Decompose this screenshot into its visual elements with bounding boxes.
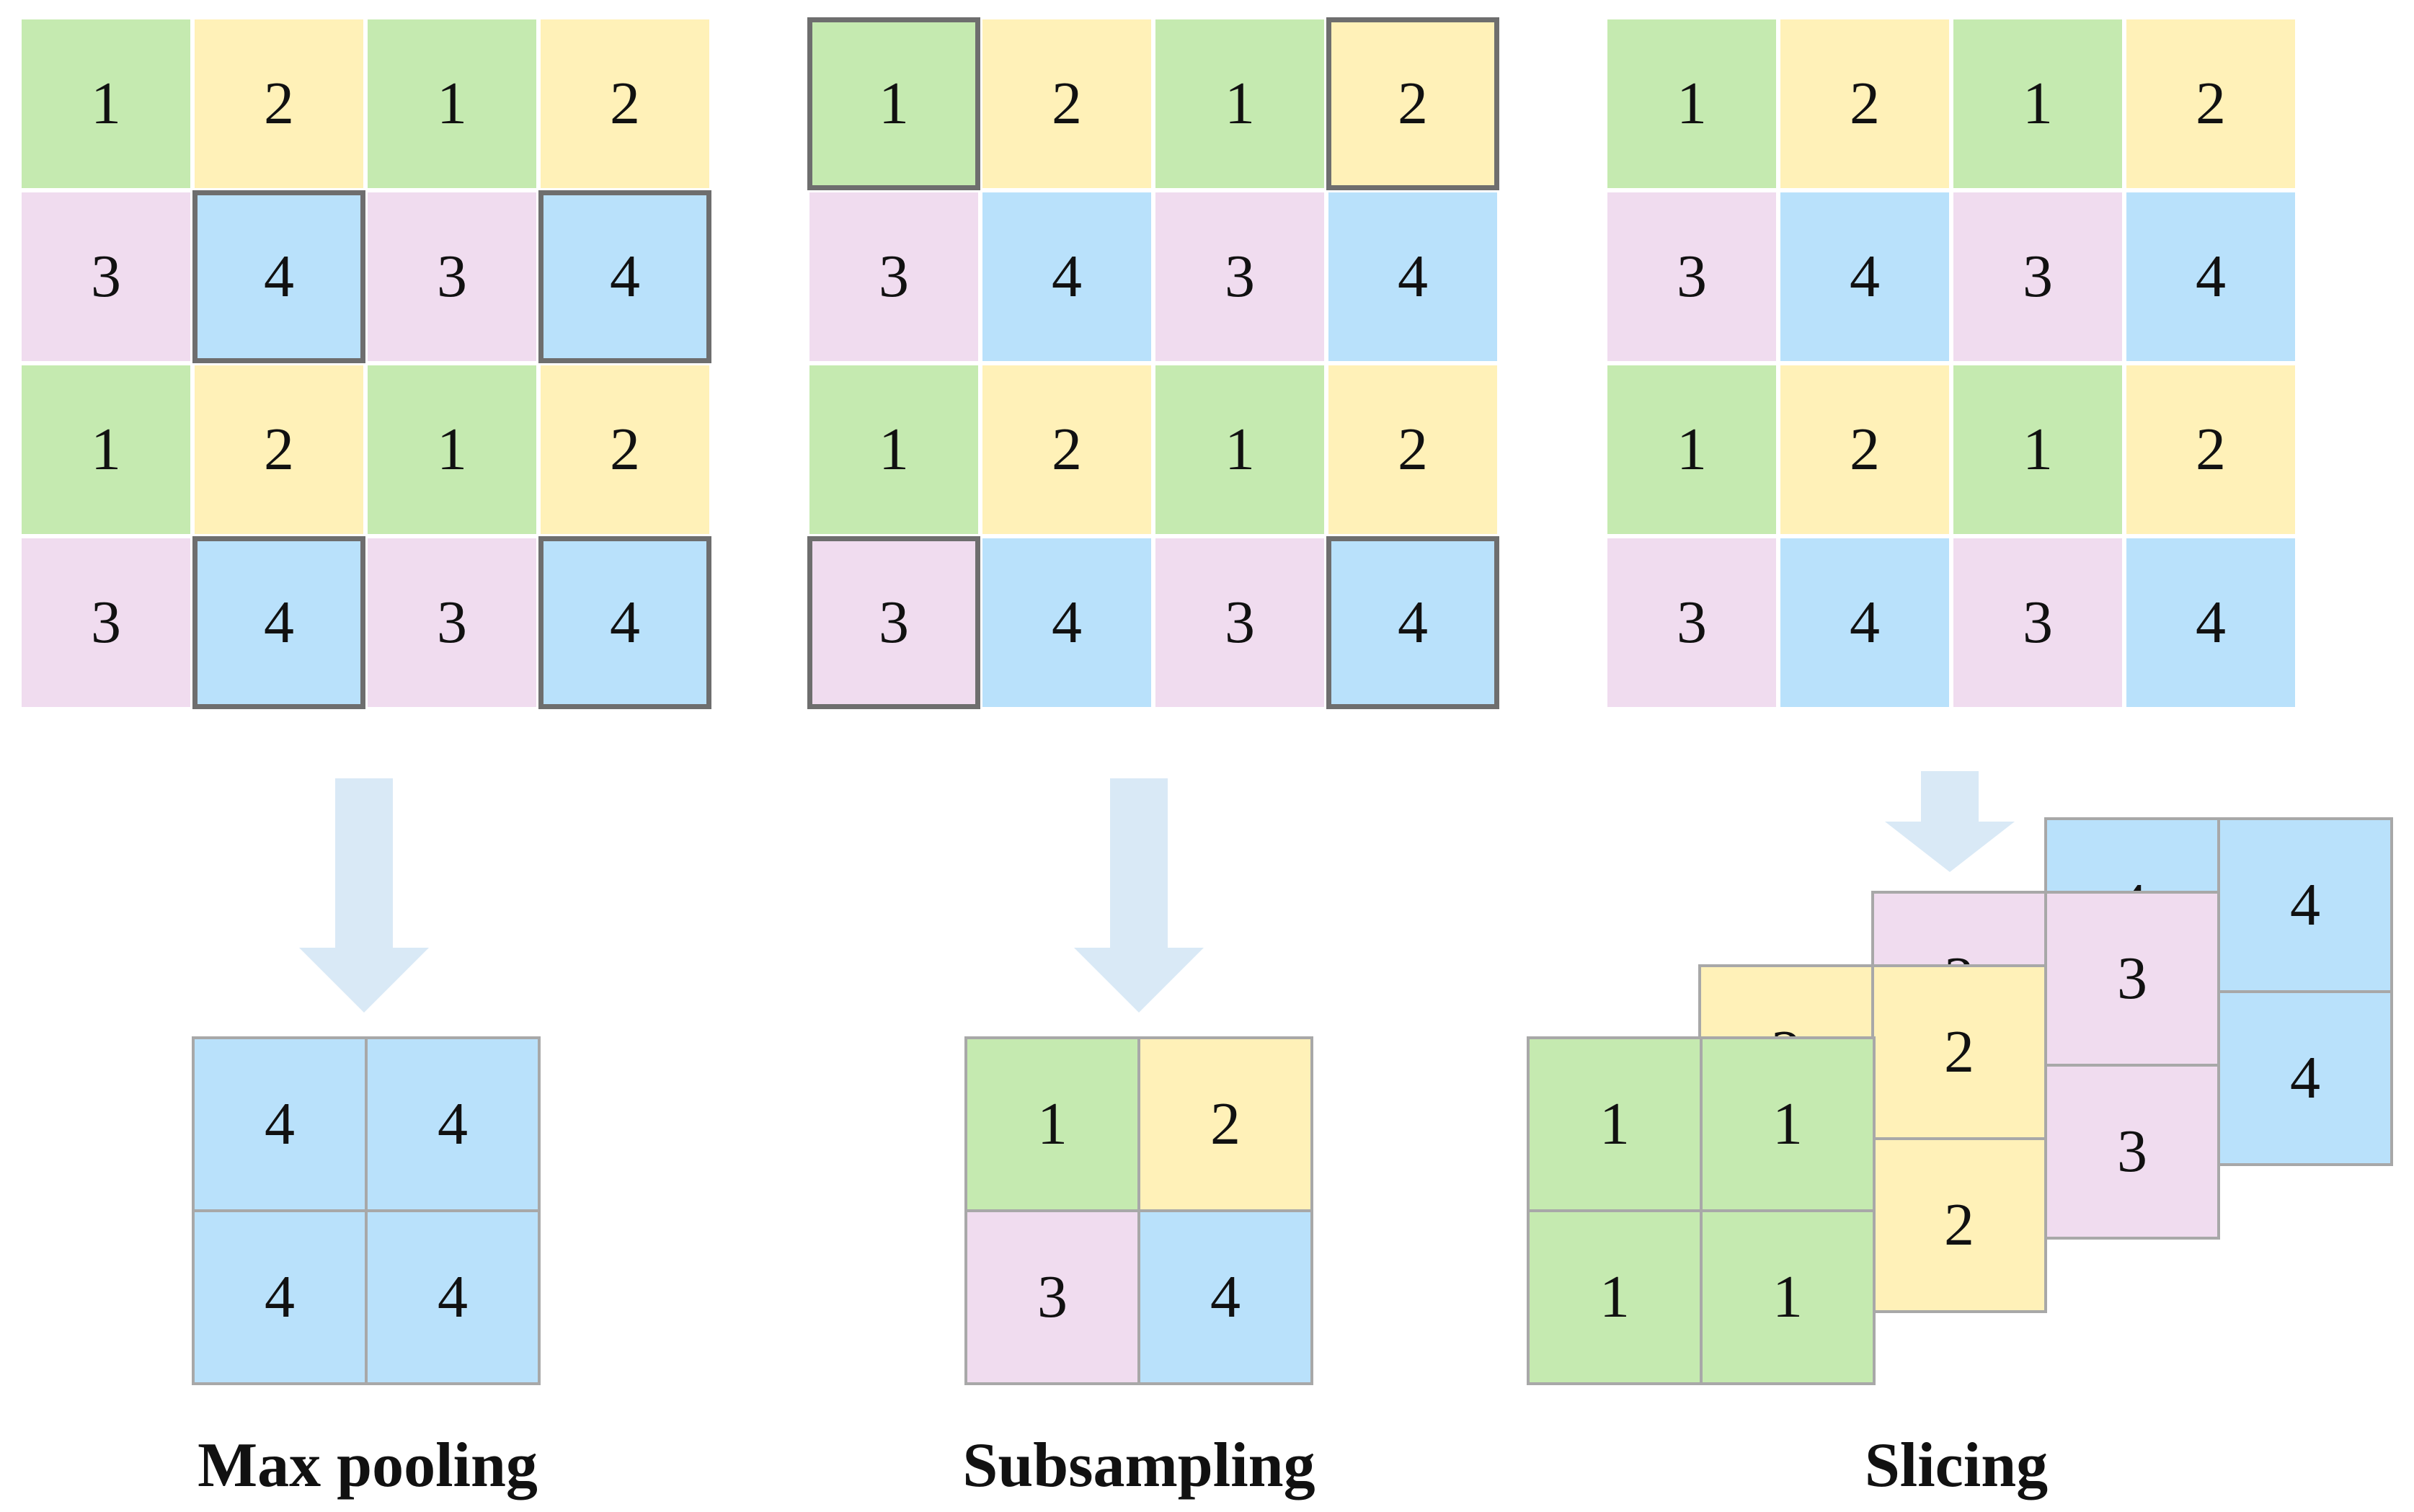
subsampling-output-cell-r1c0: 3 [964, 1209, 1140, 1385]
max-pooling-input-cell-r1c2: 3 [368, 192, 536, 361]
slicing-input-cell-r3c0: 3 [1607, 538, 1776, 707]
max-pooling-output-cell-r0c0: 4 [192, 1036, 368, 1212]
max-pooling-input-cell-r0c3: 2 [541, 19, 709, 188]
max-pooling-input-cell-r2c1: 2 [195, 365, 363, 534]
max-pooling-input-cell-r3c0: 3 [22, 538, 190, 707]
max-pooling-input-cell-r1c1: 4 [192, 190, 365, 363]
slicing-input-cell-r2c1: 2 [1780, 365, 1949, 534]
subsampling-input-cell-r0c2: 1 [1155, 19, 1324, 188]
slice-1-output-cell-r0c0: 1 [1527, 1036, 1703, 1212]
subsampling-input-cell-r0c3: 2 [1326, 17, 1499, 190]
subsampling-input-cell-r2c3: 2 [1328, 365, 1497, 534]
max-pooling-input-cell-r1c0: 3 [22, 192, 190, 361]
subsampling-caption: Subsampling [962, 1431, 1315, 1500]
subsampling-input-cell-r0c0: 1 [807, 17, 980, 190]
subsampling-output-cell-r1c1: 4 [1137, 1209, 1313, 1385]
subsampling-input-cell-r3c0: 3 [807, 536, 980, 709]
subsampling-input-cell-r2c1: 2 [982, 365, 1151, 534]
max-pooling-input-cell-r2c3: 2 [541, 365, 709, 534]
slicing-down-arrow [1885, 771, 2015, 872]
max-pooling-input-cell-r3c2: 3 [368, 538, 536, 707]
subsampling-input-cell-r2c2: 1 [1155, 365, 1324, 534]
max-pooling-input-cell-r2c2: 1 [368, 365, 536, 534]
subsampling-input-cell-r3c2: 3 [1155, 538, 1324, 707]
max-pooling-input-cell-r3c3: 4 [538, 536, 711, 709]
slice-3-output-cell-r0c1: 3 [2044, 891, 2220, 1067]
subsampling-input-cell-r1c3: 4 [1328, 192, 1497, 361]
subsampling-input-cell-r2c0: 1 [809, 365, 978, 534]
slicing-input-cell-r0c3: 2 [2126, 19, 2295, 188]
max-pooling-down-arrow [299, 778, 429, 1013]
max-pooling-output-cell-r1c1: 4 [365, 1209, 541, 1385]
slice-1-output-cell-r0c1: 1 [1700, 1036, 1876, 1212]
slicing-input-cell-r1c1: 4 [1780, 192, 1949, 361]
subsampling-input-cell-r1c1: 4 [982, 192, 1151, 361]
slicing-input-cell-r3c1: 4 [1780, 538, 1949, 707]
slicing-input-cell-r0c2: 1 [1953, 19, 2122, 188]
slicing-input-cell-r1c2: 3 [1953, 192, 2122, 361]
max-pooling-output-cell-r1c0: 4 [192, 1209, 368, 1385]
slice-1-output-cell-r1c0: 1 [1527, 1209, 1703, 1385]
slice-4-output-cell-r1c1: 4 [2217, 990, 2393, 1166]
slice-2-output-cell-r0c1: 2 [1871, 964, 2047, 1140]
subsampling-input-cell-r0c1: 2 [982, 19, 1151, 188]
subsampling-output-cell-r0c1: 2 [1137, 1036, 1313, 1212]
subsampling-input-cell-r3c1: 4 [982, 538, 1151, 707]
max-pooling-input-cell-r3c1: 4 [192, 536, 365, 709]
slicing-input-cell-r1c3: 4 [2126, 192, 2295, 361]
slicing-caption: Slicing [1864, 1431, 2049, 1500]
max-pooling-input-cell-r0c0: 1 [22, 19, 190, 188]
slicing-input-cell-r2c3: 2 [2126, 365, 2295, 534]
subsampling-down-arrow [1074, 778, 1204, 1013]
slicing-input-cell-r3c3: 4 [2126, 538, 2295, 707]
slicing-input-cell-r0c0: 1 [1607, 19, 1776, 188]
subsampling-input-cell-r1c0: 3 [809, 192, 978, 361]
slice-1-output-cell-r1c1: 1 [1700, 1209, 1876, 1385]
max-pooling-output-cell-r0c1: 4 [365, 1036, 541, 1212]
max-pooling-input-cell-r0c1: 2 [195, 19, 363, 188]
slicing-input-cell-r2c2: 1 [1953, 365, 2122, 534]
max-pooling-caption: Max pooling [198, 1431, 538, 1500]
max-pooling-input-cell-r2c0: 1 [22, 365, 190, 534]
slicing-input-cell-r0c1: 2 [1780, 19, 1949, 188]
slicing-input-cell-r2c0: 1 [1607, 365, 1776, 534]
slicing-input-cell-r1c0: 3 [1607, 192, 1776, 361]
subsampling-output-cell-r0c0: 1 [964, 1036, 1140, 1212]
slice-2-output-cell-r1c1: 2 [1871, 1137, 2047, 1313]
subsampling-input-cell-r3c3: 4 [1326, 536, 1499, 709]
subsampling-input-cell-r1c2: 3 [1155, 192, 1324, 361]
slice-3-output-cell-r1c1: 3 [2044, 1064, 2220, 1240]
slicing-input-cell-r3c2: 3 [1953, 538, 2122, 707]
max-pooling-input-cell-r1c3: 4 [538, 190, 711, 363]
slice-4-output-cell-r0c1: 4 [2217, 817, 2393, 993]
max-pooling-input-cell-r0c2: 1 [368, 19, 536, 188]
